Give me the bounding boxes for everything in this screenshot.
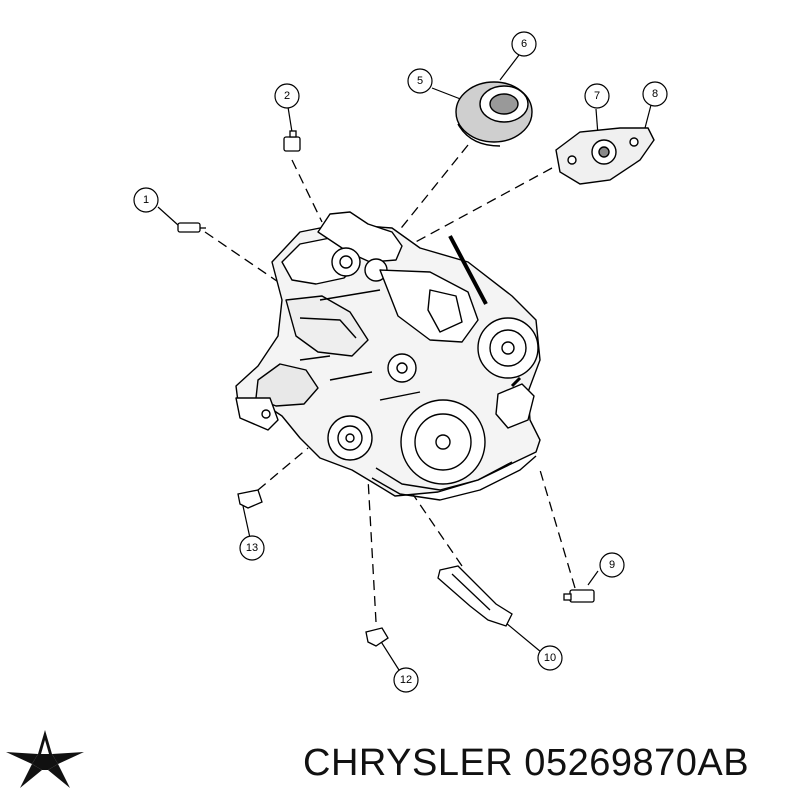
pentastar-icon — [6, 730, 84, 788]
footer: CHRYSLER 05269870AB — [0, 712, 800, 792]
part-12-sensor — [365, 627, 389, 647]
callout-5-label: 5 — [417, 75, 423, 87]
leader-12 — [367, 477, 377, 623]
leader-7 — [409, 167, 553, 246]
callout-1 — [133, 187, 159, 213]
part-6-bushing — [455, 81, 533, 147]
callout-12-label: 12 — [400, 674, 412, 686]
leader-13 — [257, 447, 309, 491]
callout-8 — [642, 81, 668, 107]
callout-2 — [274, 83, 300, 109]
engine-assembly — [235, 211, 541, 501]
part-1-sensor — [177, 222, 206, 233]
callout-7-label: 7 — [594, 90, 600, 102]
callout-5 — [407, 68, 433, 94]
part-7-bracket — [555, 127, 655, 185]
leader-5 — [397, 144, 469, 233]
brand-part-number: CHRYSLER 05269870AB — [303, 742, 750, 784]
leader-10 — [409, 489, 463, 567]
callout-7 — [584, 83, 610, 109]
callout-8-label: 8 — [652, 88, 658, 100]
leader-1 — [204, 231, 291, 291]
part-10-sensor — [437, 565, 513, 627]
leader-9 — [539, 469, 576, 589]
callout-6 — [511, 31, 537, 57]
part-13-sensor — [237, 489, 263, 509]
part-2-sensor — [283, 130, 301, 152]
callout-2-label: 2 — [284, 90, 290, 102]
callout-12 — [393, 667, 419, 693]
leader-2 — [291, 159, 323, 223]
callout-9 — [599, 552, 625, 578]
part-9-sensor — [563, 589, 595, 603]
callout-10 — [537, 645, 563, 671]
callout-1-label: 1 — [143, 194, 149, 206]
callout-13 — [239, 535, 265, 561]
callout-9-label: 9 — [609, 559, 615, 571]
callout-13-label: 13 — [246, 542, 258, 554]
callout-6-label: 6 — [521, 38, 527, 50]
callout-10-label: 10 — [544, 652, 556, 664]
